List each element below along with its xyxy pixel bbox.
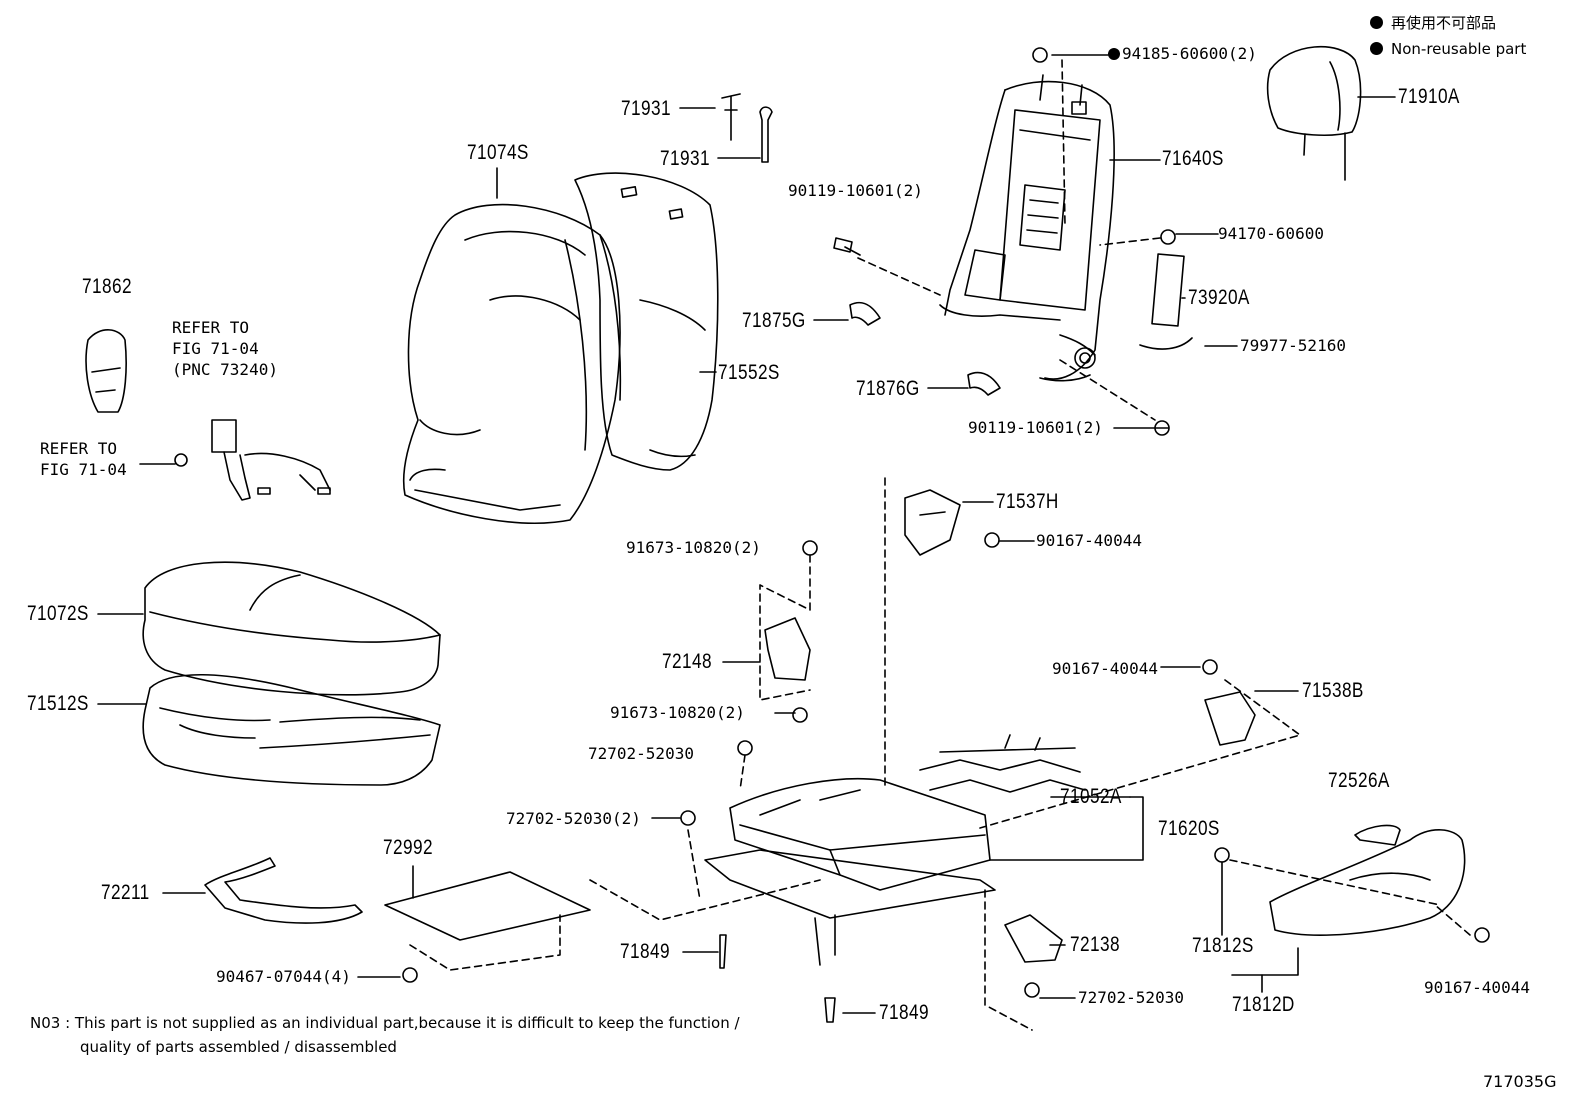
refer-note-b-line2: FIG 71-04 xyxy=(40,460,127,479)
bullet-icon xyxy=(1370,42,1383,55)
part-label-71812s[interactable]: 71812S xyxy=(1192,934,1254,957)
part-label-71812d[interactable]: 71812D xyxy=(1232,993,1295,1016)
legend-non-reusable-en: Non-reusable part xyxy=(1370,42,1526,57)
small-parts-left xyxy=(85,329,363,924)
part-label-72992[interactable]: 72992 xyxy=(383,836,433,859)
part-number: 94185-60600(2) xyxy=(1122,44,1257,63)
part-label-72702-52030-b[interactable]: 72702-52030(2) xyxy=(506,809,641,828)
part-label-71862[interactable]: 71862 xyxy=(82,275,132,298)
part-label-90167-40044-a[interactable]: 90167-40044 xyxy=(1036,531,1142,550)
part-label-72702-52030-a[interactable]: 72702-52030 xyxy=(588,744,694,763)
part-label-71074s[interactable]: 71074S xyxy=(467,141,529,164)
part-label-71876g[interactable]: 71876G xyxy=(856,377,920,400)
part-label-71931-b[interactable]: 71931 xyxy=(660,147,710,170)
footnote-text: : This part is not supplied as an indivi… xyxy=(65,1014,740,1032)
non-reusable-bullet-icon xyxy=(1108,48,1120,60)
refer-note-a-line1: REFER TO xyxy=(172,318,250,337)
seatback-frame-drawing xyxy=(939,74,1115,382)
footnote-line1: N03 : This part is not supplied as an in… xyxy=(30,1016,740,1031)
part-label-94185-60600[interactable]: 94185-60600(2) xyxy=(1108,46,1257,62)
part-label-90119-10601-b[interactable]: 90119-10601(2) xyxy=(968,418,1103,437)
part-label-71538b[interactable]: 71538B xyxy=(1302,679,1364,702)
part-label-72148[interactable]: 72148 xyxy=(662,650,712,673)
part-label-91673-10820-a[interactable]: 91673-10820(2) xyxy=(626,538,761,557)
part-label-71875g[interactable]: 71875G xyxy=(742,309,806,332)
small-parts-center xyxy=(384,47,1490,1023)
legend-text-ja: 再使用不可部品 xyxy=(1391,14,1497,32)
refer-note-a-line2: FIG 71-04 xyxy=(172,339,259,358)
part-label-71072s[interactable]: 71072S xyxy=(27,602,89,625)
seatback-cover-drawing xyxy=(402,172,719,524)
part-label-72526a[interactable]: 72526A xyxy=(1328,769,1390,792)
part-label-71849-a[interactable]: 71849 xyxy=(620,940,670,963)
part-label-91673-10820-b[interactable]: 91673-10820(2) xyxy=(610,703,745,722)
footnote-line2: quality of parts assembled / disassemble… xyxy=(80,1038,397,1056)
figure-id: 717035G xyxy=(1483,1072,1557,1091)
refer-note-a-line3: (PNC 73240) xyxy=(172,360,278,379)
legend-text-en: Non-reusable part xyxy=(1391,40,1527,58)
part-label-90167-40044-c[interactable]: 90167-40044 xyxy=(1424,978,1530,997)
part-label-71640s[interactable]: 71640S xyxy=(1162,147,1224,170)
assembly-lines xyxy=(409,59,1471,1031)
part-label-71552s[interactable]: 71552S xyxy=(718,361,780,384)
part-label-71052a[interactable]: 71052A xyxy=(1060,785,1122,808)
part-label-72138[interactable]: 72138 xyxy=(1070,933,1120,956)
part-label-90467-07044[interactable]: 90467-07044(4) xyxy=(216,967,351,986)
cushion-drawing xyxy=(142,561,441,786)
legend-non-reusable-ja: 再使用不可部品 xyxy=(1370,16,1496,31)
part-label-71537h[interactable]: 71537H xyxy=(996,490,1059,513)
part-label-90119-10601-a[interactable]: 90119-10601(2) xyxy=(788,181,923,200)
part-label-71931-a[interactable]: 71931 xyxy=(621,97,671,120)
bullet-icon xyxy=(1370,16,1383,29)
part-label-71620s[interactable]: 71620S xyxy=(1158,817,1220,840)
part-label-79977-52160[interactable]: 79977-52160 xyxy=(1240,336,1346,355)
part-label-72211[interactable]: 72211 xyxy=(101,881,150,904)
part-label-71849-b[interactable]: 71849 xyxy=(879,1001,929,1024)
part-label-73920a[interactable]: 73920A xyxy=(1188,286,1250,309)
headrest-drawing xyxy=(1266,45,1362,181)
part-label-71910a[interactable]: 71910A xyxy=(1398,85,1460,108)
part-label-72702-52030-c[interactable]: 72702-52030 xyxy=(1078,988,1184,1007)
footnote-code: N03 xyxy=(30,1014,61,1032)
part-label-71512s[interactable]: 71512S xyxy=(27,692,89,715)
refer-note-b-line1: REFER TO xyxy=(40,439,118,458)
part-label-90167-40044-b[interactable]: 90167-40044 xyxy=(1052,659,1158,678)
part-label-94170-60600[interactable]: 94170-60600 xyxy=(1218,224,1324,243)
leader-lines xyxy=(97,54,1396,1014)
